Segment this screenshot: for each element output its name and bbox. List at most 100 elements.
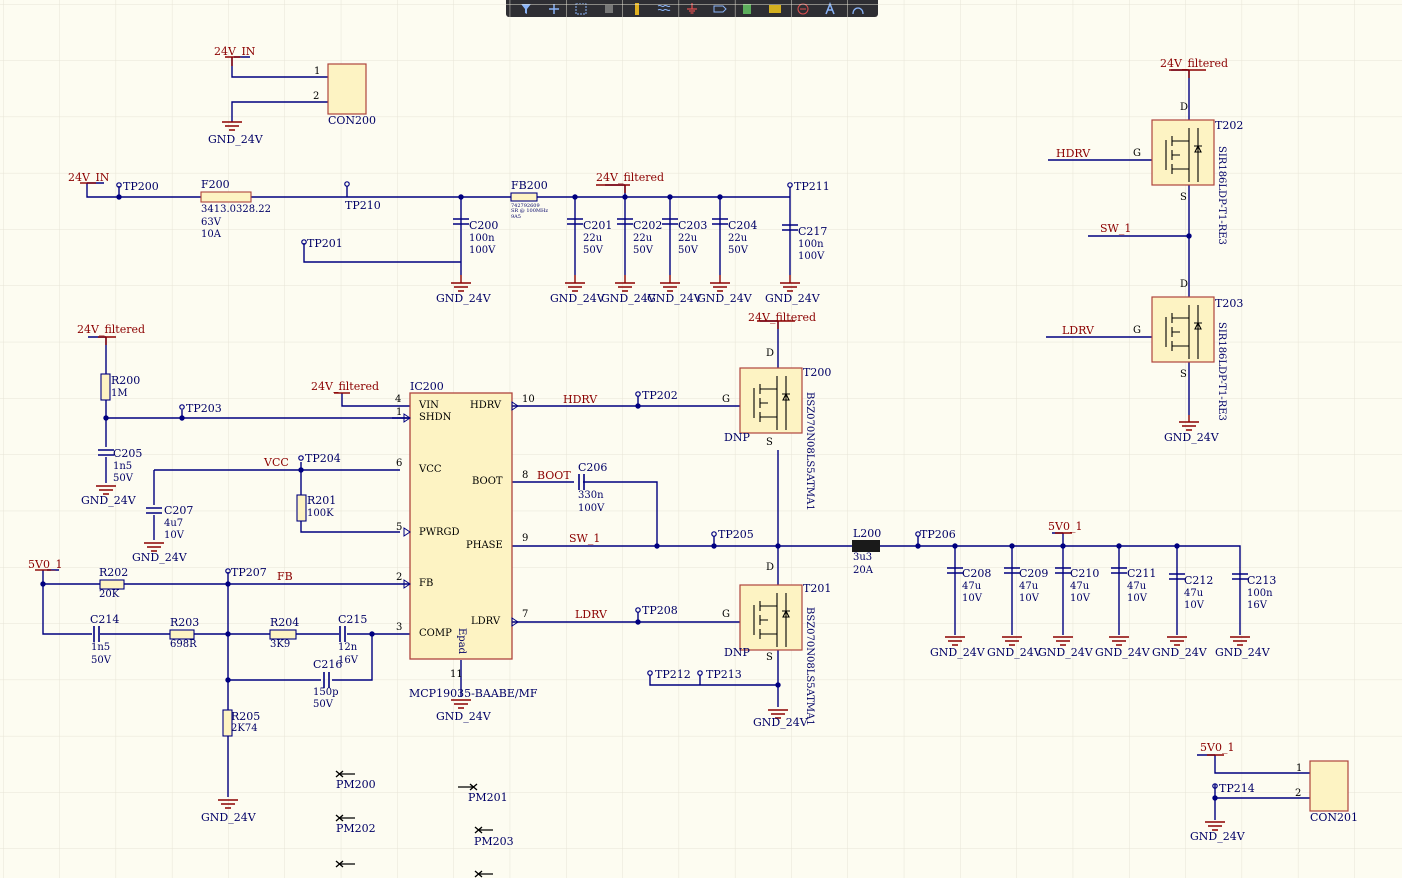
schematic-label: MCP19035-BAABE/MF <box>409 687 538 700</box>
schematic-label: 3 <box>396 622 403 633</box>
ic-pin-arrows <box>403 401 519 627</box>
schematic-label: GND_24V <box>201 811 256 824</box>
no-connect-marks <box>335 770 493 878</box>
schematic-label: 22u <box>633 233 653 244</box>
schematic-label: T201 <box>803 582 832 595</box>
schematic-label: 698R <box>170 639 197 650</box>
schematic-label: 9 <box>522 533 529 544</box>
ferrite-FB200 <box>510 192 538 202</box>
schematic-label: T202 <box>1215 119 1244 132</box>
schematic-label: TP201 <box>307 237 343 250</box>
schematic-label: TP202 <box>642 389 678 402</box>
schematic-label: 22u <box>678 233 698 244</box>
ic-IC200 <box>409 392 513 660</box>
schematic-label: G <box>722 394 730 405</box>
schematic-label: TP213 <box>706 668 742 681</box>
schematic-label: 24V_filtered <box>748 311 817 324</box>
inductor-L200 <box>852 540 880 552</box>
vertical-part-label: SIR186LDP-T1-RE3 <box>1216 146 1227 245</box>
schematic-label: SW_1 <box>569 532 601 545</box>
schematic-label: 2 <box>313 91 320 102</box>
schematic-label: R205 <box>231 710 261 723</box>
schematic-label: 50V <box>633 245 653 256</box>
schematic-label: GND_24V <box>930 646 985 659</box>
schematic-label: 47u <box>962 581 982 592</box>
schematic-label: PM203 <box>474 835 514 848</box>
schematic-label: CON201 <box>1310 811 1359 824</box>
schematic-label: 100n <box>469 233 495 244</box>
schematic-label: 63V <box>201 217 221 228</box>
schematic-label: C204 <box>728 219 758 232</box>
schematic-label: 4u7 <box>164 518 184 529</box>
schematic-label: C215 <box>338 613 368 626</box>
schematic-label: R200 <box>111 374 141 387</box>
schematic-label: GND_24V <box>601 292 656 305</box>
schematic-label: 24V_IN <box>68 171 110 184</box>
schematic-label: 1M <box>111 388 128 399</box>
schematic-label: 1 <box>1296 763 1303 774</box>
schematic-label: LDRV <box>471 616 501 627</box>
schematic-label: 50V <box>91 655 111 666</box>
schematic-label: 47u <box>1019 581 1039 592</box>
schematic-label: 50V <box>313 699 333 710</box>
vertical-part-label: SIR186LDP-T1-RE3 <box>1216 322 1227 421</box>
schematic-label: GND_24V <box>1190 830 1245 843</box>
schematic-label: GND_24V <box>436 710 491 723</box>
schematic-label: C202 <box>633 219 663 232</box>
vertical-part-label: BSZ070N08LS5ATMA1 <box>804 392 815 511</box>
schematic-label: 9A5 <box>511 214 521 220</box>
schematic-label: TP200 <box>123 180 159 193</box>
schematic-label: C205 <box>113 447 143 460</box>
schematic-label: 22u <box>728 233 748 244</box>
schematic-label: 3413.0328.22 <box>201 204 271 215</box>
schematic-label: L200 <box>853 527 882 540</box>
schematic-label: HDRV <box>1056 147 1091 160</box>
schematic-label: T203 <box>1215 297 1244 310</box>
schematic-label: D <box>766 348 775 359</box>
schematic-label: GND_24V <box>753 716 808 729</box>
schematic-label: 1 <box>314 66 321 77</box>
schematic-label: 20K <box>99 589 120 600</box>
schematic-label: PWRGD <box>419 527 460 538</box>
schematic-label: 100K <box>307 508 334 519</box>
schematic-label: PHASE <box>466 540 503 551</box>
schematic-label: TP204 <box>305 452 341 465</box>
schematic-label: 10V <box>1184 600 1204 611</box>
schematic-label: TP214 <box>1219 782 1255 795</box>
schematic-label: T200 <box>803 366 832 379</box>
schematic-label: 100V <box>469 245 496 256</box>
schematic-label: GND_24V <box>1164 431 1219 444</box>
schematic-label: SR @ 100MHz <box>511 208 549 214</box>
schematic-label: 5V0_1 <box>28 558 63 571</box>
capacitors <box>93 218 1248 688</box>
schematic-label: D <box>766 562 775 573</box>
schematic-label: TP207 <box>231 566 267 579</box>
schematic-label: C203 <box>678 219 708 232</box>
schematic-label: 2 <box>1295 788 1302 799</box>
schematic-label: GND_24V <box>1152 646 1207 659</box>
schematic-label: SHDN <box>419 412 452 423</box>
schematic-label: 10V <box>1019 593 1039 604</box>
schematic-label: 10 <box>522 394 535 405</box>
schematic-label: 330n <box>578 490 604 501</box>
schematic-label: C206 <box>578 461 608 474</box>
schematic-label: R203 <box>170 616 200 629</box>
schematic-label: TP211 <box>794 180 830 193</box>
schematic-label: G <box>1133 148 1141 159</box>
junctions <box>40 194 1218 801</box>
schematic-label: FB <box>419 578 434 589</box>
schematic-label: DNP <box>724 431 750 444</box>
schematic-label: CON200 <box>328 114 377 127</box>
schematic-label: PM200 <box>336 778 376 791</box>
schematic-label: TP203 <box>186 402 222 415</box>
schematic-label: C217 <box>798 225 828 238</box>
schematic-label: GND_24V <box>697 292 752 305</box>
schematic-label: 2K74 <box>231 723 258 734</box>
schematic-label: 1n5 <box>113 461 133 472</box>
schematic-label: G <box>722 609 730 620</box>
schematic-label: TP212 <box>655 668 691 681</box>
schematic-label: R202 <box>99 566 129 579</box>
schematic-label: 47u <box>1070 581 1090 592</box>
schematic-label: C208 <box>962 567 992 580</box>
